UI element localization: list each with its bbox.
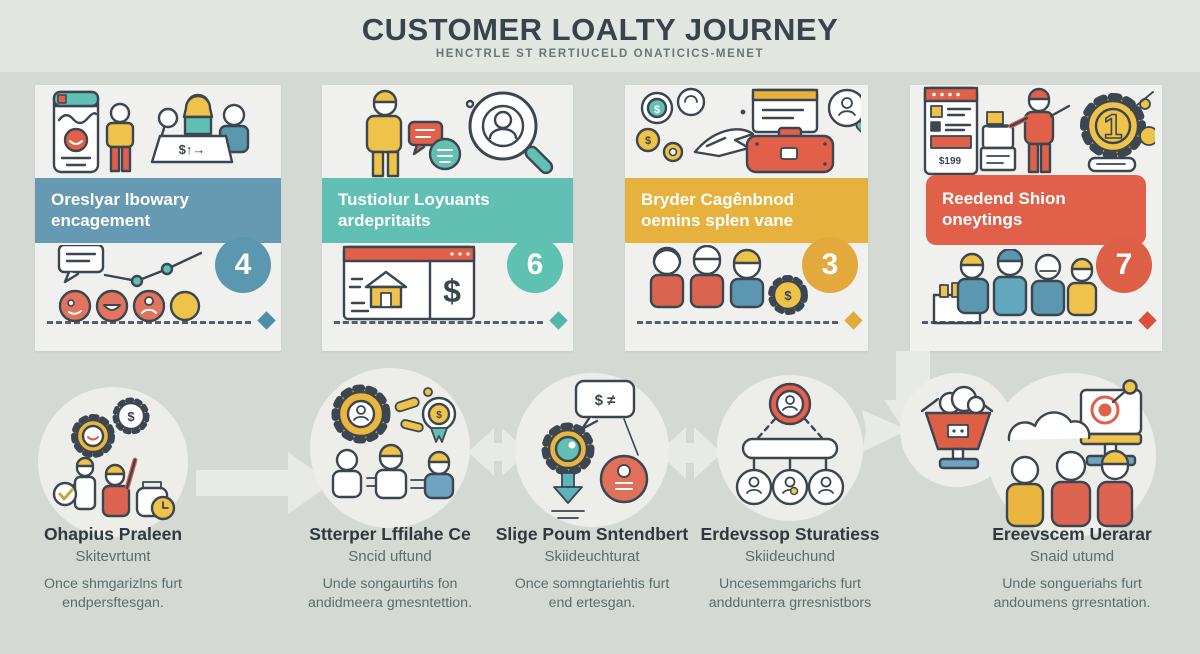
person-magnifier-icon bbox=[365, 89, 553, 178]
phone-and-team-icon: $↑→ bbox=[52, 90, 250, 174]
arrow-step4-to-step5 bbox=[862, 410, 908, 452]
step1-circle: $ bbox=[38, 387, 188, 537]
arrow-step2-to-step3 bbox=[468, 428, 528, 476]
card2-dashed-line bbox=[334, 321, 543, 324]
arrow-step1-to-step2 bbox=[196, 452, 332, 514]
presentation-audience-icon bbox=[1005, 379, 1143, 528]
journey-card-4: $199 bbox=[910, 85, 1162, 351]
laptop-screen-text: $↑→ bbox=[179, 142, 206, 157]
step3-description: Once somngtariehtis furt end ertesgan. bbox=[514, 576, 670, 612]
coins-briefcase-icon: $ $ bbox=[635, 87, 861, 174]
card2-banner-line1: Tustiolur Loyuants bbox=[338, 189, 490, 209]
step5-description: Unde songueriahs furt andoumens grresnta… bbox=[993, 576, 1151, 612]
step4-circle bbox=[717, 375, 863, 521]
arrow-step3-to-step4 bbox=[658, 427, 722, 479]
coin-number-text: 1 bbox=[1104, 108, 1123, 146]
card1-banner-line2: encagement bbox=[51, 210, 151, 230]
card3-banner-line1: Bryder Cagênbnod bbox=[641, 189, 795, 209]
gear-award-people-icon: $ bbox=[331, 384, 457, 500]
org-chart-icon bbox=[735, 382, 845, 506]
website-payment-icon: $ bbox=[342, 245, 476, 321]
card1-top-icons: $↑→ bbox=[35, 85, 281, 178]
step5-large-circle bbox=[988, 373, 1156, 537]
card4-number-badge: 7 bbox=[1096, 237, 1152, 293]
card4-top-icons: $199 bbox=[910, 85, 1162, 178]
page-subtitle: HENCTRLE ST RERTIUCELD ONATICICS-MENET bbox=[435, 48, 765, 60]
svg-text:$: $ bbox=[127, 409, 135, 424]
card4-banner-line1: Reedend Shion bbox=[942, 189, 1066, 209]
card2-top-icons bbox=[322, 85, 573, 178]
card2-banner-line2: ardepritaits bbox=[338, 210, 431, 230]
card2-number-badge: 6 bbox=[507, 237, 563, 293]
journey-card-3: $ $ bbox=[625, 85, 868, 351]
card2-bottom-icons: $ bbox=[340, 245, 480, 328]
svg-text:$: $ bbox=[644, 135, 650, 147]
card4-dashed-line bbox=[922, 321, 1132, 324]
step2-title: Stterper Lffilahe Ce bbox=[309, 524, 471, 544]
step2-circle: $ bbox=[310, 368, 470, 528]
card4-bottom-icons bbox=[930, 247, 1100, 330]
kiosk-price-text: $199 bbox=[939, 156, 962, 167]
card3-banner-line2: oemins splen vane bbox=[641, 210, 794, 230]
bubble-dollar-text: $ ≠ bbox=[595, 392, 617, 409]
card1-number-badge: 4 bbox=[215, 237, 271, 293]
card3-top-icons: $ $ bbox=[625, 85, 868, 178]
step4-subtitle: Skiideuchund bbox=[744, 548, 836, 565]
planning-team-icon: $ bbox=[52, 397, 176, 521]
customers-reward-icon: $ bbox=[649, 244, 808, 315]
svg-text:$: $ bbox=[436, 410, 442, 421]
card1-dashed-line bbox=[47, 321, 251, 324]
step4-caption: Erdevssop Sturatiess Skiideuchund Uncese… bbox=[677, 524, 903, 613]
header-band bbox=[0, 0, 1200, 72]
step1-description: Once shmgarizlns furt endpersftesgan. bbox=[44, 576, 182, 612]
basket-stand-icon bbox=[920, 385, 994, 470]
step5-small-circle bbox=[900, 373, 1014, 487]
svg-text:$: $ bbox=[653, 104, 659, 116]
card3-bottom-icons: $ bbox=[641, 244, 811, 328]
card1-banner-line1: Oreslyar lbowary bbox=[51, 189, 189, 209]
kiosk-voter-coin-icon: $199 bbox=[923, 86, 1155, 176]
card1-banner: Oreslyar lbowary encagement bbox=[35, 178, 281, 243]
journey-card-2: Tustiolur Loyuants ardepritaits $ bbox=[322, 85, 573, 351]
step1-title: Ohapius Praleen bbox=[43, 524, 183, 544]
card4-banner-line2: oneytings bbox=[942, 210, 1023, 229]
step5-title: Ereevscem Uerarar bbox=[992, 524, 1152, 544]
step4-title: Erdevssop Sturatiess bbox=[700, 524, 880, 544]
card2-banner: Tustiolur Loyuants ardepritaits bbox=[322, 178, 573, 243]
step2-caption: Stterper Lffilahe Ce Sncid uftund Unde s… bbox=[277, 524, 503, 613]
card3-dashed-line bbox=[637, 321, 838, 324]
step5-subtitle: Snaid utumd bbox=[1029, 548, 1115, 565]
workers-team-icon bbox=[932, 247, 1098, 325]
step2-description: Unde songaurtihs fon andidmeera gmesntet… bbox=[307, 576, 473, 612]
card4-banner: Reedend Shion oneytings bbox=[926, 175, 1146, 245]
starburst-dollar-text: $ bbox=[784, 288, 792, 303]
step3-caption: Slige Poum Sntendbert Skiideuchturat Onc… bbox=[479, 524, 705, 613]
step1-caption: Ohapius Praleen Skitevrtumt Once shmgari… bbox=[0, 524, 226, 613]
step1-subtitle: Skitevrtumt bbox=[75, 548, 151, 565]
step5-caption: Ereevscem Uerarar Snaid utumd Unde songu… bbox=[952, 524, 1192, 613]
journey-card-1: $↑→ Oreslyar lbowary encagement bbox=[35, 85, 281, 351]
step3-title: Slige Poum Sntendbert bbox=[495, 524, 689, 544]
gear-download-message-icon: $ ≠ bbox=[541, 379, 649, 519]
page-title: CUSTOMER LOALTY JOURNEY bbox=[361, 12, 839, 47]
card3-number-badge: 3 bbox=[802, 237, 858, 293]
step3-subtitle: Skiideuchturat bbox=[544, 548, 640, 565]
step2-subtitle: Sncid uftund bbox=[348, 548, 432, 565]
step3-circle: $ ≠ bbox=[515, 373, 669, 527]
card3-banner: Bryder Cagênbnod oemins splen vane bbox=[625, 178, 868, 243]
step4-description: Uncesemmgarichs furt anddunterra grresni… bbox=[708, 576, 872, 612]
browser-dollar-text: $ bbox=[443, 273, 461, 309]
